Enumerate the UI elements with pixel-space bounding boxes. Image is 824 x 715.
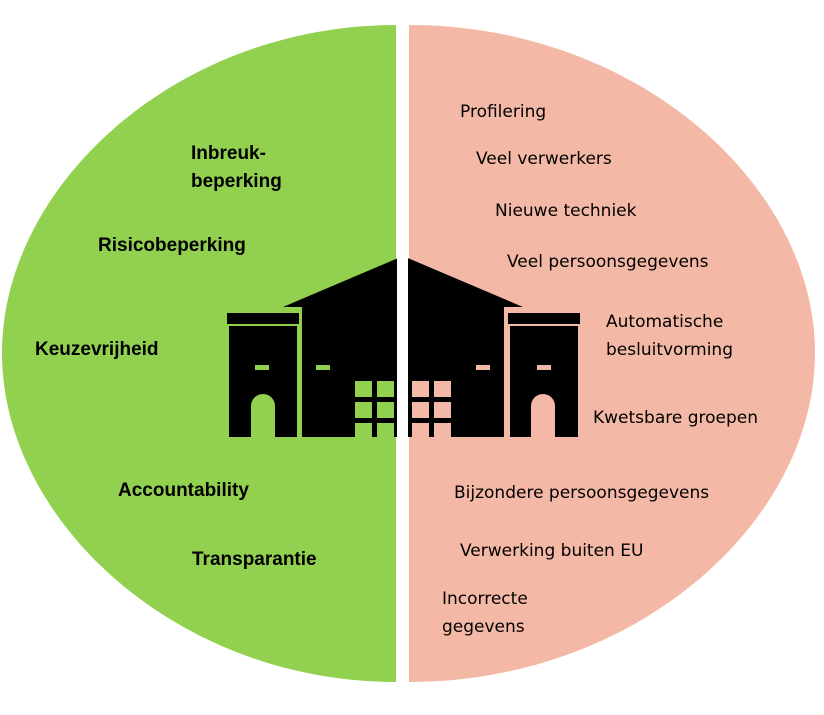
left-label-keuzevrijheid: Keuzevrijheid bbox=[35, 339, 159, 360]
center-divider bbox=[397, 20, 408, 690]
right-label-veel-persoonsgegevens: Veel persoonsgegevens bbox=[507, 252, 709, 272]
left-label-risicobeperking: Risicobeperking bbox=[98, 235, 246, 256]
right-label-veel-verwerkers: Veel verwerkers bbox=[476, 149, 612, 169]
left-label-accountability: Accountability bbox=[118, 480, 249, 501]
right-label-kwetsbare-groepen: Kwetsbare groepen bbox=[593, 408, 759, 428]
left-label-inbreukbeperking: Inbreuk-beperking bbox=[191, 143, 282, 192]
right-label-nieuwe-techniek: Nieuwe techniek bbox=[495, 201, 637, 221]
right-label-bijzondere-persoonsgegevens: Bijzondere persoonsgegevens bbox=[454, 483, 710, 503]
left-label-transparantie: Transparantie bbox=[192, 549, 317, 570]
right-half-oval bbox=[409, 25, 815, 682]
right-label-verwerking-buiten-eu: Verwerking buiten EU bbox=[460, 541, 644, 561]
left-half-oval bbox=[2, 25, 396, 682]
right-label-profilering: Profilering bbox=[460, 102, 547, 122]
